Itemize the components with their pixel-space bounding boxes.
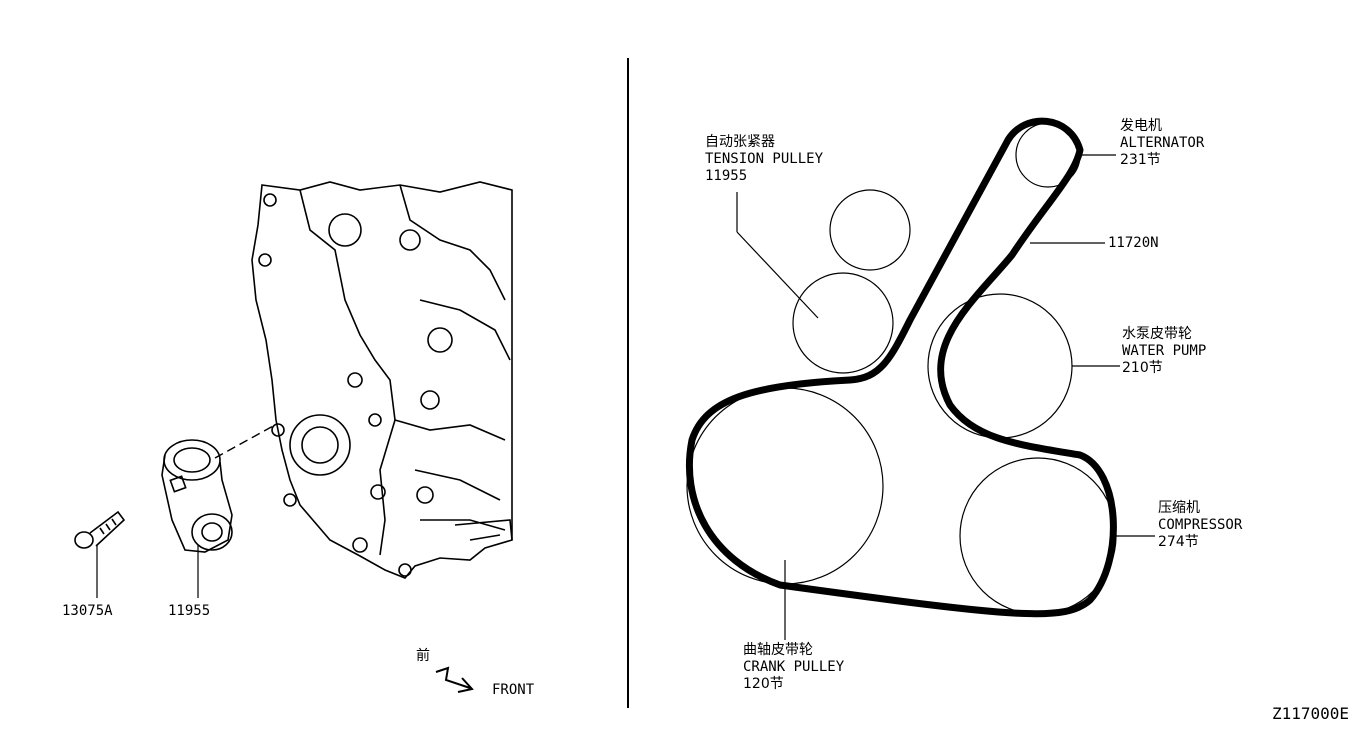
label-tension-pulley: 自动张紧器 TENSION PULLEY 11955 — [705, 134, 823, 185]
crank-pulley-code: 120节 — [743, 676, 784, 692]
compressor-pulley — [959, 457, 1117, 615]
compressor-en: COMPRESSOR — [1158, 517, 1243, 533]
front-label-en: FRONT — [492, 682, 535, 698]
part-number-tensioner: 11955 — [168, 603, 211, 619]
label-alternator: 发电机 ALTERNATOR 231节 — [1120, 118, 1204, 169]
tension-pulley — [792, 272, 894, 374]
tension-pulley-en: TENSION PULLEY — [705, 151, 824, 167]
alternator-cn: 发电机 — [1120, 118, 1162, 134]
drive-belt — [685, 117, 1117, 618]
tension-pulley-cn: 自动张紧器 — [705, 134, 775, 150]
alternator-en: ALTERNATOR — [1120, 135, 1205, 151]
front-label-cn: 前 — [416, 648, 430, 664]
water-pump-pulley — [927, 293, 1073, 439]
belt-part-number: 11720N — [1108, 235, 1159, 251]
tension-pulley-part: 11955 — [705, 168, 748, 184]
label-water-pump: 水泵皮带轮 WATER PUMP 210节 — [1122, 326, 1206, 377]
bolt-illustration — [74, 510, 126, 549]
label-crank-pulley: 曲轴皮带轮 CRANK PULLEY 120节 — [743, 642, 844, 693]
water-pump-code: 210节 — [1122, 360, 1163, 376]
tensioner-assembly — [161, 439, 233, 553]
leader-lines — [736, 154, 1155, 640]
crank-pulley-en: CRANK PULLEY — [743, 659, 845, 675]
compressor-code: 274节 — [1158, 534, 1199, 550]
idler-pulley — [829, 189, 911, 271]
crank-pulley — [686, 387, 884, 585]
label-compressor: 压缩机 COMPRESSOR 274节 — [1158, 500, 1242, 551]
alternator-code: 231节 — [1120, 152, 1161, 168]
crank-pulley-cn: 曲轴皮带轮 — [743, 642, 813, 658]
engine-block-illustration — [251, 181, 513, 579]
front-arrow-icon — [435, 666, 474, 693]
tensioner-mount-dashline — [214, 424, 276, 459]
diagram-id: Z117000E — [1272, 704, 1350, 723]
water-pump-cn: 水泵皮带轮 — [1122, 326, 1192, 342]
water-pump-en: WATER PUMP — [1122, 343, 1207, 359]
compressor-cn: 压缩机 — [1158, 500, 1200, 516]
part-number-bolt: 13075A — [62, 603, 113, 619]
